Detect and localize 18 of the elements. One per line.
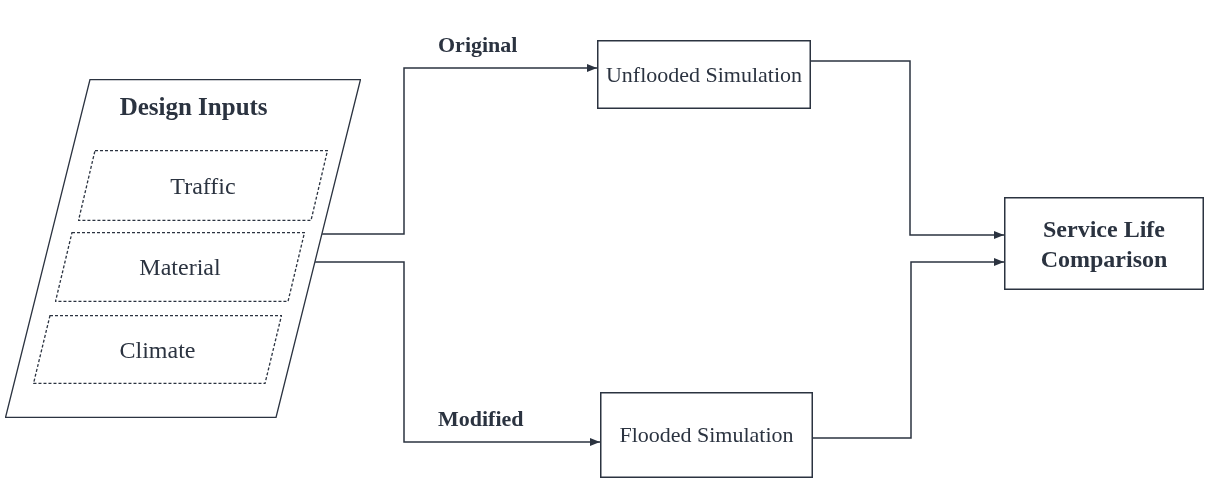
box-label: Unflooded Simulation <box>604 60 804 89</box>
box-heading: Design Inputs <box>118 92 269 122</box>
arrow <box>321 64 598 235</box>
dashed-input-box <box>78 150 328 221</box>
box-label: Flooded Simulation <box>618 421 795 449</box>
box-label: Material <box>138 253 222 282</box>
box-label: Service Life Comparison <box>1039 214 1169 274</box>
dashed-input-box <box>33 315 282 384</box>
arrow <box>812 258 1005 439</box>
arrow <box>810 60 1005 239</box>
box-label: Traffic <box>169 171 237 201</box>
box-label: Climate <box>118 335 197 365</box>
process-box <box>1004 197 1204 290</box>
arrow <box>314 261 601 446</box>
process-box <box>600 392 813 478</box>
process-box <box>597 40 811 109</box>
input-parallelogram <box>5 79 361 418</box>
dashed-input-box <box>55 232 305 302</box>
